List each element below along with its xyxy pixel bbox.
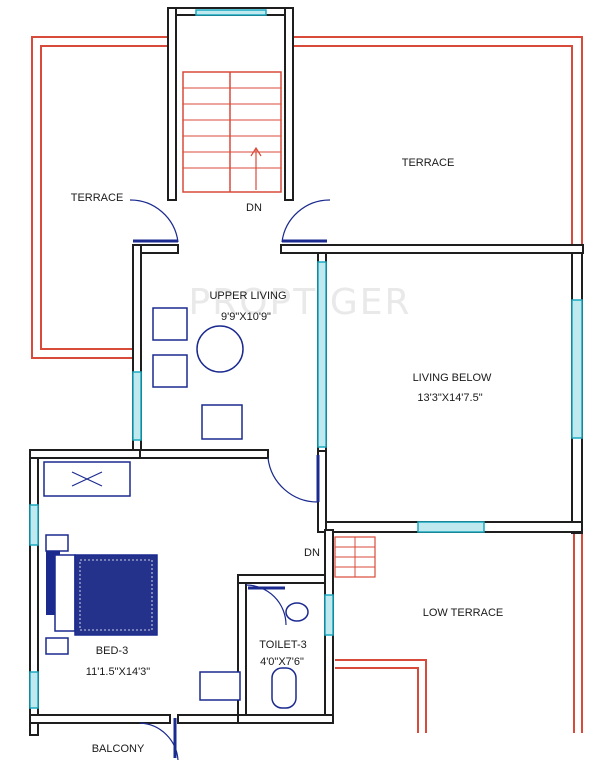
living-below-size: 13'3"X14'7.5" <box>417 392 482 404</box>
small-stair <box>334 536 376 578</box>
terrace-left-label: TERRACE <box>71 192 124 204</box>
terrace-right-outline <box>293 36 583 245</box>
low-terrace-label: LOW TERRACE <box>423 607 503 619</box>
washbasin-icon <box>285 602 309 622</box>
stair-dn-label: DN <box>246 202 262 214</box>
windows <box>29 261 583 709</box>
stair-window <box>195 9 267 16</box>
round-table-icon <box>196 325 244 373</box>
armchair-icon <box>152 354 188 388</box>
bed-name: BED-3 <box>96 645 128 657</box>
living-below-name: LIVING BELOW <box>413 372 492 384</box>
bed-icon <box>45 534 158 655</box>
chair-icon <box>199 671 241 701</box>
terrace-left-outline <box>31 36 168 359</box>
toilet-size: 4'0"X7'6" <box>260 656 304 668</box>
side-table-icon <box>45 637 69 655</box>
low-terrace-outline <box>335 532 583 733</box>
armchair-icon <box>152 307 188 341</box>
upper-living-furniture <box>152 307 244 440</box>
upper-living-name: UPPER LIVING <box>209 290 286 302</box>
stair2-dn-label: DN <box>304 547 320 559</box>
bed-size: 11'1.5"X14'3" <box>86 666 151 678</box>
wc-icon <box>271 667 297 709</box>
toilet-name: TOILET-3 <box>259 639 306 651</box>
door-swings <box>129 199 331 760</box>
terrace-right-label: TERRACE <box>402 157 455 169</box>
upper-living-size: 9'9"X10'9" <box>221 311 271 323</box>
armchair-icon <box>201 404 243 440</box>
watermark: PROPTIGER <box>188 282 411 323</box>
stair-core <box>167 7 294 201</box>
wardrobe-icon <box>43 461 131 497</box>
side-table-icon <box>45 534 69 552</box>
toilet-fixtures <box>199 602 309 709</box>
balcony-label: BALCONY <box>92 743 145 755</box>
